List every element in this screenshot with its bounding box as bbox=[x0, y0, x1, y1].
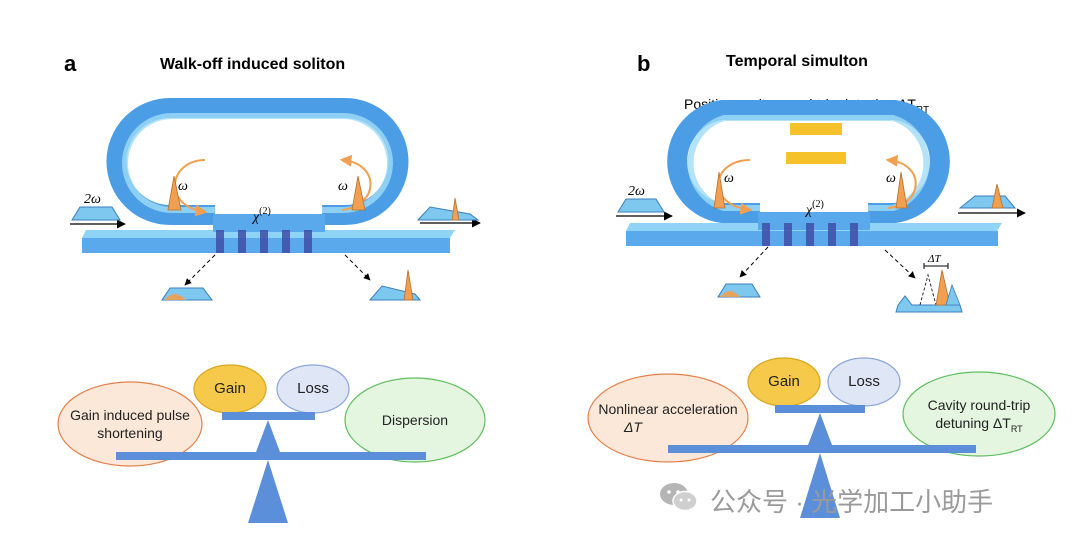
main-beam-b bbox=[668, 445, 976, 453]
wechat-icon bbox=[660, 483, 698, 512]
loss-label-a: Loss bbox=[297, 380, 329, 397]
soliton-pulse-right-a bbox=[351, 175, 366, 211]
panel-a-resonator bbox=[70, 98, 481, 301]
watermark-text: 公众号 · 光学加工小助手 bbox=[710, 487, 994, 517]
pump-pulse-icon-a bbox=[71, 206, 121, 221]
gain-induced-line2: shortening bbox=[97, 425, 163, 441]
omega-label-left-b: ω bbox=[724, 171, 734, 186]
panel-b-title: Temporal simulton bbox=[726, 53, 868, 70]
ring-resonator-a bbox=[106, 98, 409, 225]
panel-b-label: b bbox=[637, 51, 651, 76]
loss-label-b: Loss bbox=[848, 373, 880, 390]
chi-label-b: χ(2) bbox=[804, 199, 824, 218]
upper-beam-b bbox=[775, 405, 865, 413]
delayed-pulse-icon-b bbox=[895, 263, 963, 313]
gain-induced-line1: Gain induced pulse bbox=[70, 407, 190, 423]
upper-fulcrum-b bbox=[808, 413, 832, 445]
panel-b-balance bbox=[587, 357, 1056, 518]
output-pulse-icon-b bbox=[958, 195, 1017, 209]
pump-label-b: 2ω bbox=[628, 184, 645, 199]
dispersion-ellipse-a bbox=[344, 377, 486, 463]
pump-pulse-icon-b bbox=[617, 198, 665, 213]
omega-label-right-b: ω bbox=[886, 171, 896, 186]
bus-waveguide-a bbox=[82, 230, 455, 253]
panel-a-label: a bbox=[64, 51, 77, 76]
main-beam-a bbox=[116, 452, 426, 460]
pump-label-a: 2ω bbox=[84, 192, 101, 207]
panel-b-resonator bbox=[616, 100, 1026, 313]
cavity-line1: Cavity round-trip bbox=[927, 397, 1031, 413]
main-fulcrum-a bbox=[248, 460, 288, 523]
poling-grating-b bbox=[762, 223, 858, 246]
dispersion-label-a: Dispersion bbox=[381, 412, 449, 428]
nonlinear-line1: Nonlinear acceleration bbox=[598, 401, 738, 417]
omega-label-right-a: ω bbox=[338, 179, 348, 194]
gain-label-b: Gain bbox=[768, 373, 800, 390]
nonlinear-acceleration-ellipse bbox=[587, 373, 749, 463]
gain-induced-shortening-ellipse bbox=[57, 381, 203, 467]
simulton-pulse-left-b bbox=[713, 171, 726, 209]
heater-pad-bottom bbox=[786, 152, 846, 164]
omega-label-left-a: ω bbox=[178, 179, 188, 194]
upper-beam-a bbox=[222, 412, 315, 420]
nonlinear-acceleration-label: Nonlinear acceleration ΔT bbox=[590, 400, 746, 436]
panel-a-balance bbox=[57, 364, 486, 523]
soliton-pulse-left-a bbox=[167, 175, 182, 211]
simulton-pulse-right-b bbox=[895, 171, 908, 209]
cavity-line2: detuning ΔTRT bbox=[935, 415, 1023, 434]
panel-a-title: Walk-off induced soliton bbox=[160, 56, 346, 73]
gain-induced-label: Gain induced pulse shortening bbox=[58, 406, 202, 442]
upper-fulcrum-a bbox=[256, 420, 280, 452]
heater-pad-top bbox=[790, 123, 842, 135]
main-fulcrum-b bbox=[800, 453, 840, 518]
gain-label-a: Gain bbox=[214, 380, 246, 397]
ring-resonator-b bbox=[667, 100, 950, 223]
output-pulse-icon-a bbox=[416, 206, 480, 221]
cavity-detuning-label: Cavity round-trip detuning ΔTRT bbox=[905, 396, 1053, 438]
cavity-detuning-ellipse bbox=[902, 371, 1056, 457]
nonlinear-line2: ΔT bbox=[624, 419, 642, 435]
poling-grating-a bbox=[216, 230, 312, 253]
chi-label-a: χ(2) bbox=[251, 206, 271, 225]
delta-t-label-b: ΔT bbox=[927, 253, 941, 265]
